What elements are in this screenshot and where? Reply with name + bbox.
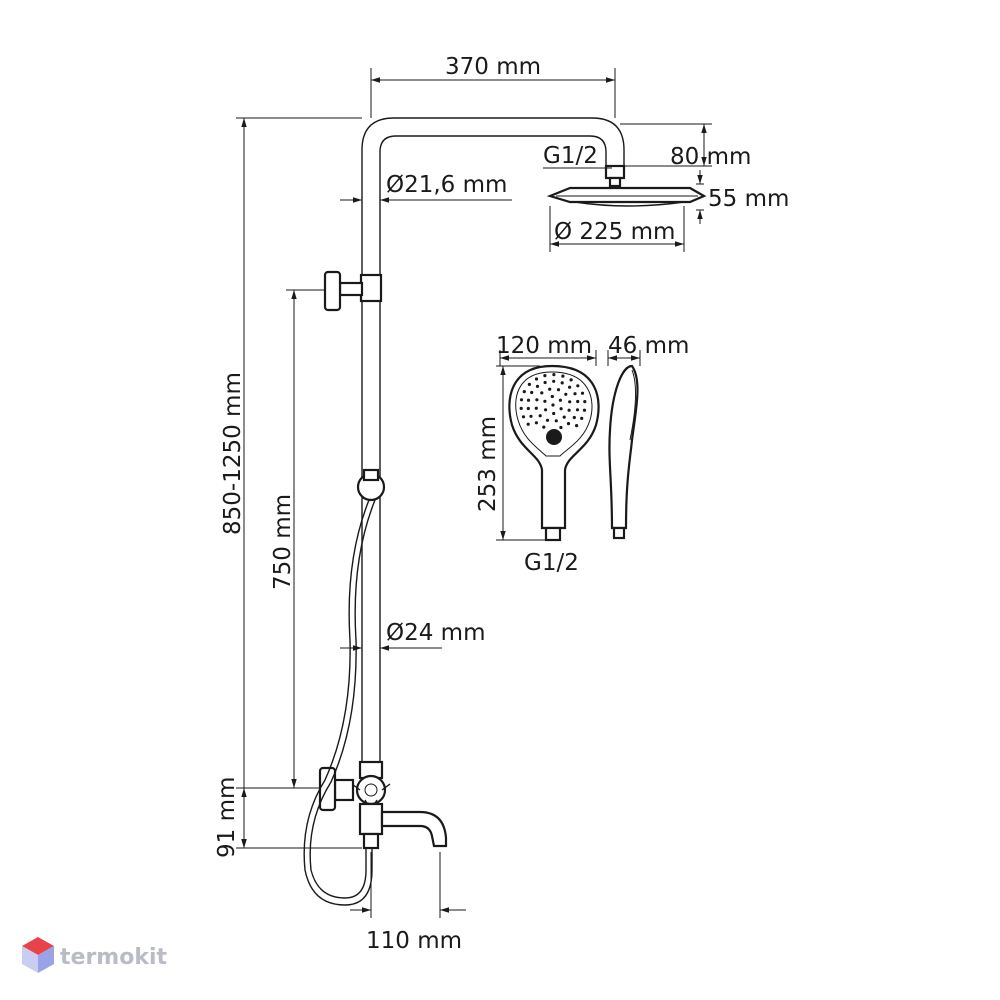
nozzle-dot bbox=[564, 392, 568, 396]
nozzle-dot bbox=[519, 398, 524, 402]
nozzle-dot bbox=[535, 384, 540, 388]
nozzle-dot bbox=[526, 422, 530, 426]
nozzle-dot bbox=[527, 382, 532, 386]
nozzle-dot bbox=[534, 406, 538, 410]
nozzle-dot bbox=[522, 390, 526, 394]
label-mixer-height: 91 mm bbox=[214, 777, 240, 858]
nozzle-dot bbox=[580, 391, 585, 395]
nozzle-dot bbox=[552, 373, 556, 377]
label-pipe-upper: Ø21,6 mm bbox=[386, 172, 507, 198]
nozzle-dot bbox=[554, 419, 558, 423]
mixer-body bbox=[318, 760, 391, 850]
nozzle-dot bbox=[521, 415, 526, 419]
nozzle-dot bbox=[576, 384, 580, 388]
nozzle-dot bbox=[534, 377, 539, 381]
nozzle-dot bbox=[567, 408, 571, 412]
label-head-height: 55 mm bbox=[708, 186, 789, 212]
label-head-drop: 80 mm bbox=[670, 144, 751, 170]
nozzle-dot bbox=[544, 408, 548, 412]
bath-spout bbox=[380, 810, 448, 848]
nozzle-dot bbox=[559, 425, 563, 430]
nozzle-dot bbox=[526, 406, 530, 411]
termokit-logo: termokit bbox=[22, 937, 167, 973]
termokit-logo-icon bbox=[22, 937, 54, 973]
dim-head-diameter: Ø 225 mm bbox=[549, 206, 685, 252]
nozzle-dot bbox=[529, 414, 533, 418]
nozzle-dot bbox=[551, 403, 555, 407]
termokit-logo-text: termokit bbox=[60, 945, 167, 970]
nozzle-dot bbox=[575, 424, 579, 428]
nozzle-dot bbox=[561, 374, 565, 378]
nozzle-dot bbox=[530, 390, 534, 395]
nozzle-dot bbox=[580, 416, 584, 420]
nozzle-dot bbox=[576, 399, 580, 404]
dim-hand-depth: 46 mm bbox=[607, 333, 689, 366]
nozzle-dot bbox=[543, 374, 547, 378]
nozzle-dot bbox=[575, 408, 580, 412]
dim-width-top: 370 mm bbox=[370, 54, 616, 118]
dim-pipe-upper: Ø21,6 mm bbox=[340, 172, 512, 203]
label-hand-width: 120 mm bbox=[496, 333, 592, 359]
label-width-top: 370 mm bbox=[445, 54, 541, 80]
label-hand-length: 253 mm bbox=[475, 416, 501, 512]
nozzle-dot bbox=[573, 392, 577, 396]
nozzle-dot bbox=[562, 415, 566, 419]
dim-head-height: 55 mm bbox=[696, 170, 789, 224]
slide-holder bbox=[356, 468, 386, 502]
label-spout-length: 110 mm bbox=[366, 928, 462, 954]
nozzle-dot bbox=[526, 398, 531, 402]
label-slide-height: 750 mm bbox=[270, 494, 296, 590]
dim-total-height: 850-1250 mm bbox=[220, 117, 362, 849]
nozzle-dot bbox=[582, 408, 587, 412]
nozzle-dot bbox=[568, 385, 572, 389]
nozzle-dot bbox=[572, 415, 576, 420]
label-thread-head: G1/2 bbox=[543, 143, 598, 169]
nozzle-dot bbox=[534, 421, 539, 425]
dim-slide-height: 750 mm bbox=[270, 289, 325, 789]
label-hand-depth: 46 mm bbox=[608, 333, 689, 359]
nozzle-dot bbox=[566, 422, 571, 426]
overhead-shower-head bbox=[546, 186, 707, 207]
nozzle-dot bbox=[548, 387, 552, 391]
nozzle-dot bbox=[540, 391, 544, 395]
dim-thread-head: G1/2 bbox=[543, 143, 612, 169]
nozzle-dot bbox=[558, 398, 563, 402]
nozzle-dot bbox=[538, 414, 542, 418]
nozzle-dot bbox=[552, 379, 556, 383]
hand-shower-front bbox=[508, 364, 600, 542]
nozzle-dot bbox=[560, 381, 564, 385]
hose bbox=[303, 499, 376, 906]
nozzle-dot bbox=[542, 425, 546, 429]
nozzle-dot bbox=[545, 418, 550, 422]
dim-head-drop: 80 mm bbox=[620, 123, 751, 170]
dim-hand-length: 253 mm bbox=[475, 365, 546, 541]
dim-pipe-lower: Ø24 mm bbox=[340, 620, 486, 651]
label-total-height: 850-1250 mm bbox=[220, 372, 246, 535]
label-head-diameter: Ø 225 mm bbox=[554, 219, 675, 245]
nozzle-dot bbox=[552, 411, 556, 416]
nozzle-dot bbox=[543, 380, 547, 385]
nozzle-dot bbox=[519, 406, 523, 410]
nozzle-dot bbox=[550, 394, 554, 399]
dim-mixer-height: 91 mm bbox=[214, 777, 286, 858]
nozzle-dot bbox=[569, 378, 573, 382]
upper-knob bbox=[323, 270, 383, 312]
label-thread-hand: G1/2 bbox=[524, 550, 579, 576]
nozzle-dot bbox=[568, 400, 572, 404]
nozzle-dot bbox=[556, 388, 561, 392]
nozzle-dot bbox=[583, 400, 587, 404]
hand-shower-side bbox=[608, 364, 639, 540]
nozzle-dot bbox=[559, 407, 563, 411]
nozzle-dot bbox=[535, 398, 539, 402]
label-pipe-lower: Ø24 mm bbox=[386, 620, 486, 646]
dim-spout-length: 110 mm bbox=[350, 852, 466, 954]
nozzle-dot bbox=[543, 399, 547, 403]
dim-hand-width: 120 mm bbox=[496, 333, 597, 366]
